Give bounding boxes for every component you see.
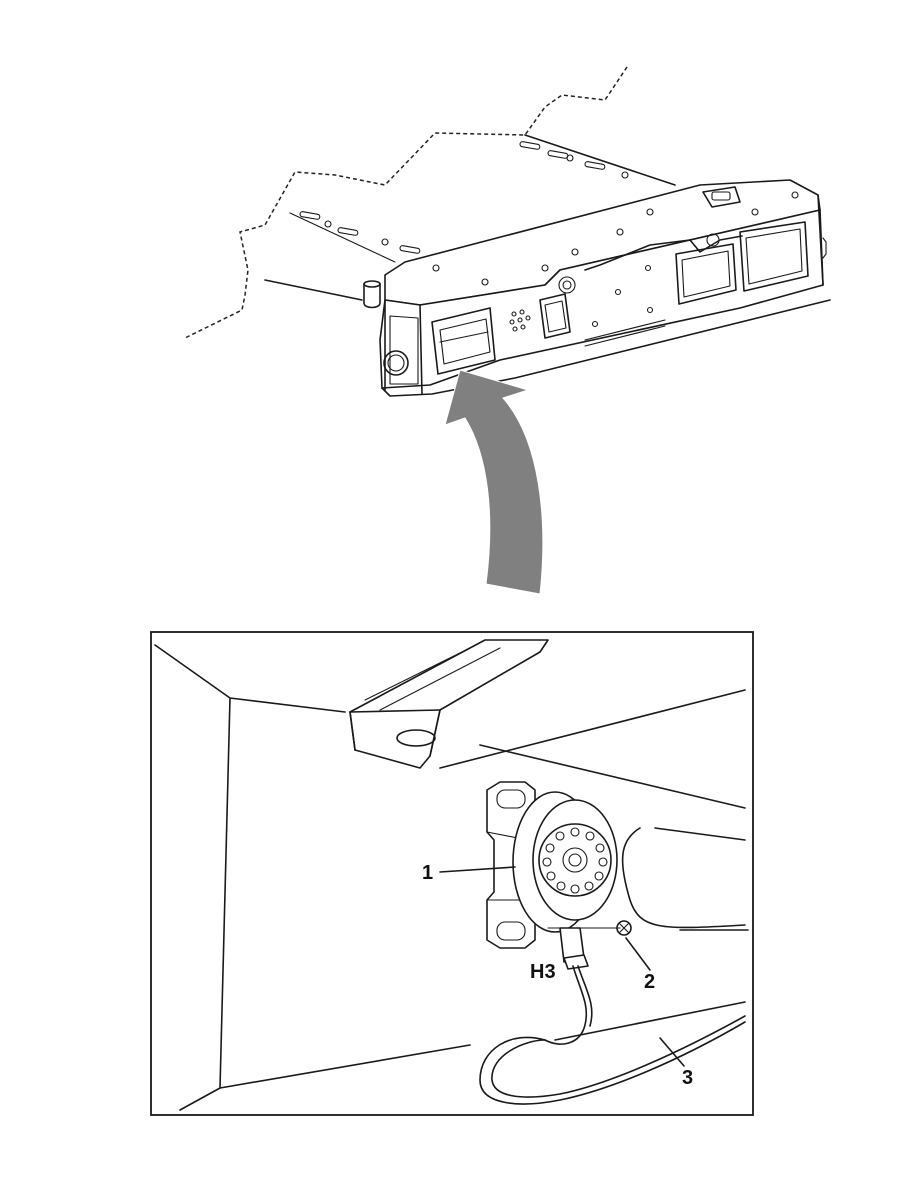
callout-2: 2 [644,971,655,993]
connector-h3 [544,927,593,1045]
callout-3: 3 [682,1067,693,1089]
screw [547,920,632,936]
detail-panel [150,631,754,1116]
cable-harness [479,1015,746,1105]
callout-1: 1 [422,862,433,884]
frame-plate [264,134,676,301]
alarm-grille [542,827,608,894]
leader-line-3 [659,1037,685,1067]
callout-h3: H3 [530,961,556,983]
leader-line-2 [625,937,651,971]
vent-holes [509,309,531,332]
leader-line-1 [439,866,516,873]
machine-frame-outline [184,66,628,339]
frame-slots [299,141,629,254]
curved-arrow-icon [444,369,544,595]
reversing-alarm [512,791,618,933]
mounting-beam [363,179,831,397]
